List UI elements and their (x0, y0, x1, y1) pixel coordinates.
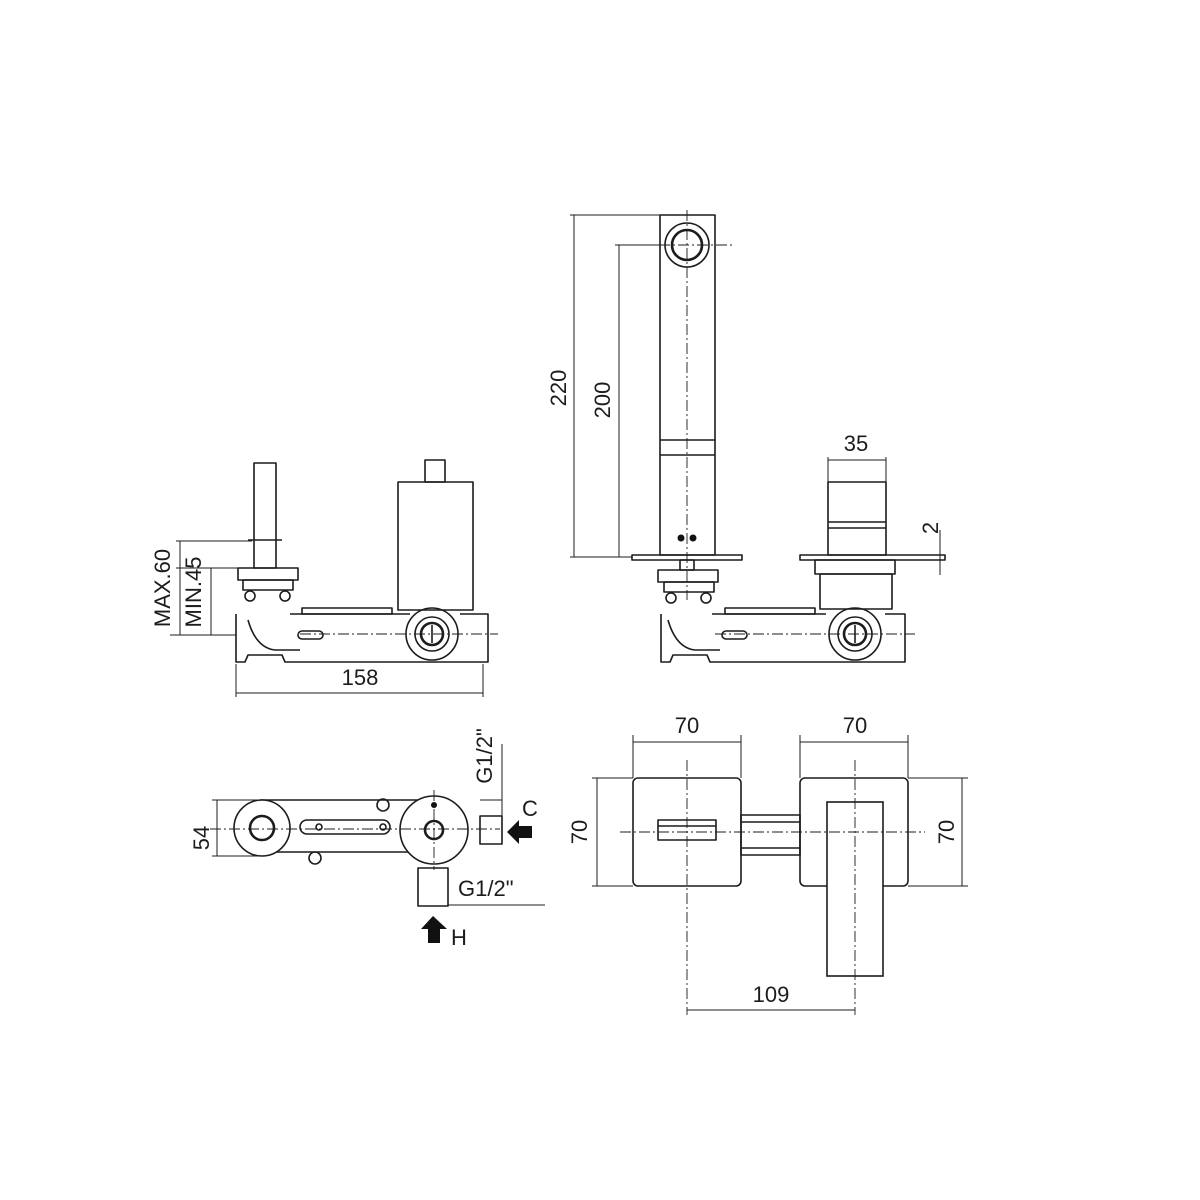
min-depth-label: MIN.45 (181, 557, 206, 628)
plate-height-left-label: 70 (567, 820, 592, 844)
handle-base (814, 559, 896, 575)
side-view: MAX.60 MIN.45 158 (150, 459, 498, 697)
body-slot (721, 630, 748, 640)
mount-lug (376, 798, 390, 812)
spout-body (659, 214, 716, 556)
cover-plate (724, 607, 816, 615)
flange-screw (665, 592, 677, 604)
plate-height-right-label: 70 (934, 820, 959, 844)
hot-arrow-icon (421, 916, 447, 943)
flange-screw (700, 592, 712, 604)
handle-lever (827, 481, 887, 556)
plate-view: 70 70 70 70 109 (567, 713, 968, 1015)
slot-hole (315, 823, 323, 831)
hot-thread-label: G1/2" (458, 876, 514, 901)
body-slot (299, 819, 391, 835)
front-view: 220 200 35 2 (546, 210, 946, 663)
valve-body (235, 613, 489, 663)
hot-label: H (451, 925, 467, 950)
spout-flange (237, 567, 299, 581)
spout-stem (253, 462, 277, 569)
plate-thickness-label: 2 (918, 522, 943, 534)
spout-height-label: 220 (546, 370, 571, 407)
outlet-height-label: 200 (590, 382, 615, 419)
flange-screw (279, 590, 291, 602)
handle-width-label: 35 (844, 431, 868, 456)
spout-flange-lower (663, 581, 715, 593)
body-length-label: 158 (342, 665, 379, 690)
max-depth-label: MAX.60 (150, 549, 175, 627)
body-width-label: 54 (189, 826, 214, 850)
flange-screw (244, 590, 256, 602)
cold-inlet-pipe (479, 815, 503, 845)
plate-width-right-label: 70 (843, 713, 867, 738)
centers-distance-label: 109 (753, 982, 790, 1007)
body-curve (247, 619, 300, 651)
mount-lug (308, 851, 322, 865)
body-slot (297, 630, 324, 640)
cartridge-housing (819, 573, 893, 610)
cold-arrow-icon (507, 820, 532, 844)
spout-screw (677, 534, 685, 542)
spout-screw (689, 534, 697, 542)
spout-flange-lower (242, 579, 294, 591)
cold-thread-label: G1/2" (472, 728, 497, 784)
spout-flange (657, 569, 719, 583)
body-curve (667, 619, 720, 651)
hot-inlet-pipe (417, 867, 449, 907)
cover-plate (301, 607, 393, 615)
spout-disc (233, 799, 291, 857)
slot-hole (379, 823, 387, 831)
valve-body (660, 613, 906, 663)
plate-width-left-label: 70 (675, 713, 699, 738)
connector-bar (740, 814, 801, 856)
cold-label: C (522, 796, 538, 821)
spout-bore (248, 814, 276, 842)
handle-body (397, 481, 474, 611)
handle-knob (424, 459, 446, 483)
top-view: 54 G1/2" C G1/2" H (189, 728, 545, 950)
